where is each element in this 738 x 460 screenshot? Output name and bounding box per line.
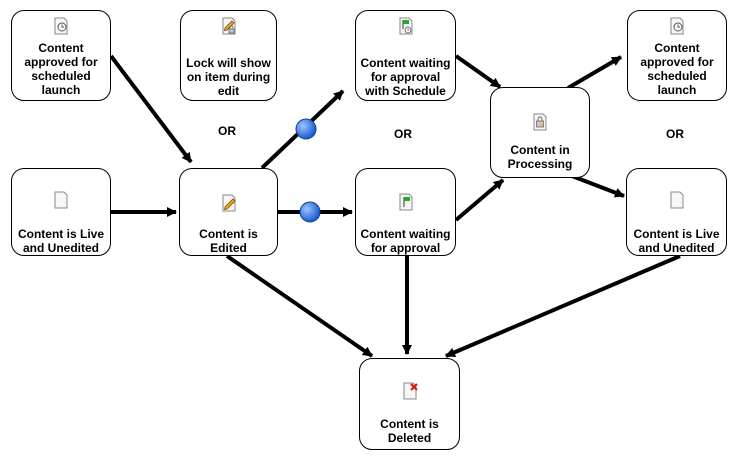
edge-processing-to-approved [566,55,623,90]
clock-document-icon [54,17,68,35]
node-label: Content in Processing [507,143,573,171]
flag-clock-document-icon [399,17,412,35]
node-label: Content is Deleted [380,417,439,445]
node-deleted[interactable]: Content is Deleted [359,358,460,450]
node-label: Content waiting for approval [360,227,451,255]
node-label: Content approved for scheduled launch [24,41,98,97]
node-approved-scheduled-right[interactable]: Content approved for scheduled launch [627,10,727,101]
edge-waiting-schedule-to-processing [454,54,502,89]
or-label-right: OR [666,127,684,141]
edge-live-to-deleted [445,254,681,358]
or-label-middle: OR [394,127,412,141]
blank-document-icon [670,191,683,209]
decision-dot-lower[interactable] [299,201,321,223]
node-approved-scheduled-left[interactable]: Content approved for scheduled launch [11,10,111,101]
node-lock-during-edit[interactable]: Lock will show on item during edit [180,10,277,101]
node-label: Content approved for scheduled launch [640,41,714,97]
node-waiting-approval-schedule[interactable]: Content waiting for approval with Schedu… [355,10,456,101]
node-live-unedited-right[interactable]: Content is Live and Unedited [626,168,727,256]
x-document-icon [403,382,418,400]
node-waiting-approval[interactable]: Content waiting for approval [355,168,456,256]
node-live-unedited-left[interactable]: Content is Live and Unedited [11,168,111,256]
or-label-left: OR [218,124,236,138]
lock-document-icon [533,113,547,131]
edge-waiting-to-processing [454,178,505,222]
blank-document-icon [54,191,68,209]
edge-processing-to-live [571,174,625,198]
node-label: Content is Edited [199,227,258,255]
edge-approved-to-edited [109,54,193,164]
pencil-document-icon [222,194,236,212]
clock-document-icon [670,17,684,35]
node-edited[interactable]: Content is Edited [179,168,278,256]
node-label: Content is Live and Unedited [17,227,104,255]
pencil-lock-document-icon [222,17,235,35]
edge-edited-to-deleted [225,254,374,358]
node-label: Content is Live and Unedited [633,227,720,255]
node-in-processing[interactable]: Content in Processing [490,87,590,178]
node-label: Content waiting for approval with Schedu… [360,56,451,98]
flag-document-icon [399,193,412,211]
node-label: Lock will show on item during edit [186,56,271,98]
decision-dot-upper[interactable] [295,118,317,140]
